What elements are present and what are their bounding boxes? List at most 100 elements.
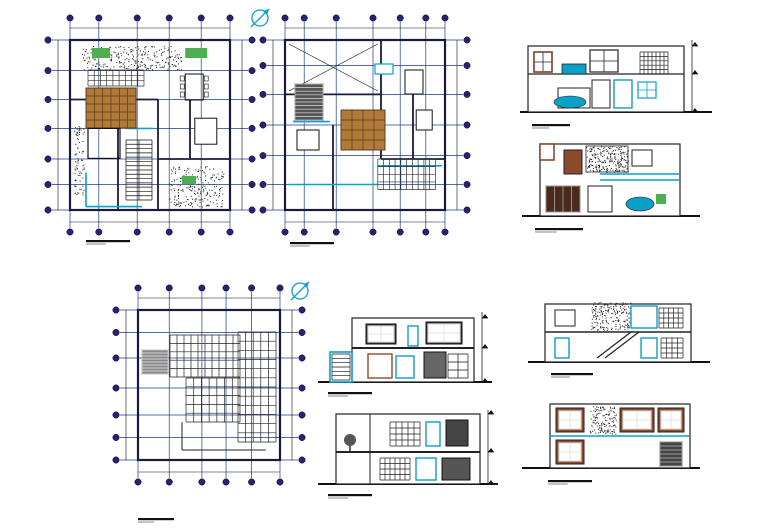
stipple-dot <box>591 161 593 163</box>
cabinet <box>447 353 469 379</box>
bed <box>296 129 320 151</box>
stipple-dot <box>600 310 602 312</box>
stipple-dot <box>604 408 606 410</box>
stipple-dot <box>592 422 594 424</box>
stipple-dot <box>596 317 597 319</box>
stipple-dot <box>623 321 625 322</box>
stipple-dot <box>621 312 623 314</box>
stair-flight <box>604 331 640 359</box>
stipple-dot <box>603 407 605 409</box>
stipple-dot <box>167 63 169 65</box>
stipple-dot <box>90 48 92 50</box>
grid-bubble <box>112 434 120 441</box>
grid-bubble <box>248 36 256 44</box>
stipple-dot <box>591 318 593 320</box>
stipple-dot <box>592 328 594 330</box>
stipple-dot <box>79 132 80 134</box>
stipple-dot <box>118 57 120 59</box>
stipple-dot <box>78 141 80 143</box>
stipple-dot <box>605 320 607 321</box>
stipple-dot <box>619 161 621 163</box>
stipple-dot <box>202 206 203 208</box>
stipple-dot <box>619 165 621 167</box>
stipple-dot <box>618 320 620 322</box>
stipple-dot <box>151 46 153 48</box>
stipple-dot <box>602 151 604 153</box>
stipple-dot <box>209 201 211 203</box>
stipple-dot <box>621 169 623 171</box>
grid-bubble <box>66 228 74 236</box>
stipple-dot <box>82 140 84 142</box>
stipple-dot <box>603 415 605 417</box>
stipple-dot <box>189 185 191 187</box>
grid-bubble <box>463 121 471 129</box>
stipple-dot <box>598 302 600 304</box>
stipple-dot <box>600 425 602 427</box>
stipple-dot <box>111 56 113 58</box>
stipple-dot <box>619 147 621 148</box>
stipple-dot <box>134 61 136 63</box>
stipple-dot <box>604 315 606 316</box>
tree-icon <box>185 48 208 58</box>
stipple-dot <box>617 170 619 172</box>
stipple-dot <box>605 419 606 421</box>
stipple-dot <box>612 420 614 422</box>
stipple-dot <box>620 146 622 148</box>
stipple-dot <box>173 65 175 67</box>
stipple-dot <box>171 63 173 65</box>
stipple-dot <box>191 186 193 188</box>
stipple-dot <box>202 191 204 193</box>
stipple-dot <box>592 326 594 328</box>
stipple-dot <box>174 195 176 197</box>
stipple-dot <box>617 311 618 312</box>
grid-bubble <box>298 329 306 336</box>
stipple-dot <box>130 64 132 65</box>
pergola-grid <box>340 109 386 151</box>
stipple-dot <box>606 322 608 324</box>
tile-wall <box>389 421 421 447</box>
stipple-dot <box>628 327 630 329</box>
stipple-dot <box>597 148 599 150</box>
drawing-title-bar <box>548 480 592 483</box>
stipple-dot <box>629 307 631 309</box>
stipple-dot <box>600 303 602 305</box>
exterior-wall <box>68 38 232 212</box>
stipple-dot <box>597 329 599 331</box>
grid-bubble <box>298 456 306 464</box>
stipple-dot <box>607 310 609 312</box>
stipple-dot <box>76 128 78 130</box>
stone-cladding <box>586 146 629 173</box>
grid-bubble <box>276 284 284 292</box>
stipple-dot <box>120 52 122 54</box>
stipple-dot <box>621 158 623 160</box>
stipple-dot <box>593 304 595 306</box>
stipple-dot <box>133 56 135 58</box>
stipple-dot <box>594 419 596 421</box>
stipple-dot <box>624 321 626 323</box>
stipple-dot <box>117 52 119 54</box>
stipple-dot <box>593 429 595 431</box>
stipple-dot <box>176 199 178 201</box>
stipple-dot <box>210 196 212 198</box>
stipple-dot <box>173 188 175 190</box>
stipple-dot <box>589 148 591 150</box>
stipple-dot <box>592 165 594 166</box>
stipple-dot <box>608 311 610 313</box>
stipple-dot <box>591 307 593 309</box>
stipple-dot <box>174 201 176 203</box>
stipple-dot <box>617 159 619 161</box>
stipple-dot <box>136 59 138 61</box>
stipple-dot <box>604 429 606 431</box>
exterior-wall <box>136 308 282 462</box>
wood-window <box>563 149 583 175</box>
stipple-dot <box>87 67 89 69</box>
garage-door-panels <box>545 185 581 213</box>
stipple-dot <box>612 407 614 409</box>
stipple-dot <box>122 63 124 65</box>
stipple-dot <box>109 47 111 49</box>
stipple-dot <box>162 66 164 68</box>
drawing-title-bar <box>535 228 583 231</box>
stipple-dot <box>88 56 90 58</box>
stipple-dot <box>174 199 175 201</box>
stipple-dot <box>150 59 152 61</box>
